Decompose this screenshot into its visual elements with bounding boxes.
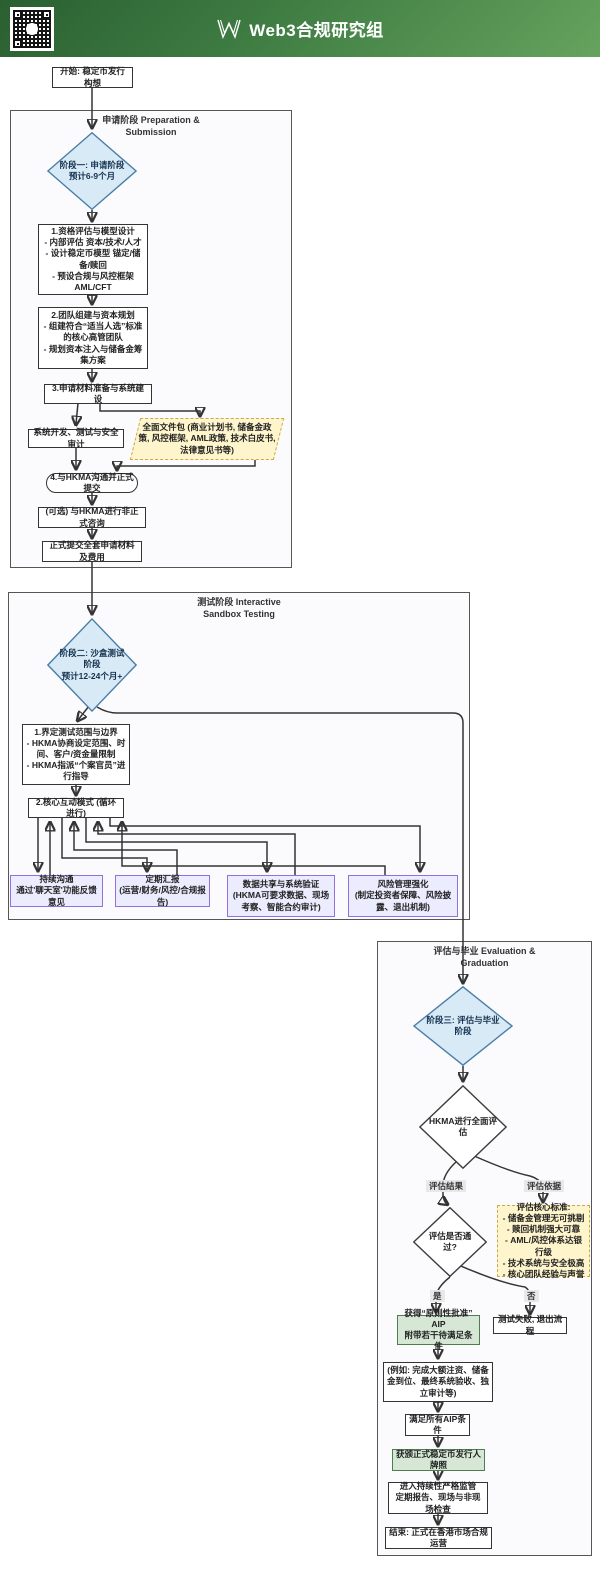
subgraph-application-title: 申请阶段 Preparation & Submission [102,115,200,138]
diamond-shape [413,1207,487,1277]
node-test-failure: 测试失败, 退出流程 [493,1314,567,1336]
diamond-shape [47,132,137,210]
header-bar: Web3合规研究组 [0,0,600,57]
qr-code [10,7,54,51]
node-phase2-diamond: 阶段二: 沙盒测试阶段 预计12-24个月+ [47,618,137,712]
node-meet-aip-conditions: 满足所有AIP条件 [405,1414,470,1436]
node-evaluation-criteria: 评估核心标准: - 储备金管理无可挑剔 - 赎回机制强大可靠 - AML/风控体… [497,1202,590,1279]
node-system-dev: 系统开发、测试与安全审计 [28,427,124,449]
edge-label-no: 否 [524,1290,539,1303]
subgraph-graduation-title: 评估与毕业 Evaluation & Graduation [433,946,536,969]
node-materials-systems: 3.申请材料准备与系统建设 [44,383,152,404]
node-regular-reporting: 定期汇报 (运营/财务/风控/合规报告) [115,874,210,907]
node-test-scope: 1.界定测试范围与边界 - HKMA协商设定范围、时间、客户/资金量限制 - H… [22,724,130,785]
node-risk-management: 风险管理强化 (制定投资者保障、风险披露、退出机制) [348,875,458,917]
diamond-shape [419,1085,507,1169]
edge-label-eval-result: 评估结果 [426,1180,467,1193]
node-continuous-communication: 持续沟通 通过'聊天室'功能反馈意见 [10,874,103,907]
node-full-evaluation-diamond: HKMA进行全面评估 [419,1085,507,1169]
node-hkma-submit: 4.与HKMA沟通并正式提交 [46,472,138,493]
subgraph-sandbox-title: 测试阶段 Interactive Sandbox Testing [197,597,281,620]
node-informal-consult: (可选) 与HKMA进行非正式咨询 [38,506,146,528]
edge-label-eval-basis: 评估依据 [524,1180,565,1193]
node-data-sharing: 数据共享与系统验证 (HKMA可要求数据、现场考察、智能合约审计) [227,875,335,917]
node-team-capital: 2.团队组建与资本规划 - 组建符合“适当人选”标准的核心高管团队 - 规划资本… [38,307,148,369]
page-title: Web3合规研究组 [249,21,384,40]
node-interaction-mode: 2.核心互动模式 (循环进行) [28,797,124,818]
node-document-package: 全面文件包 (商业计划书, 储备金政策, 风控框架, AML政策, 技术白皮书,… [129,418,285,460]
node-ongoing-supervision: 进入持续性严格监管 定期报告、现场与非现场检查 [388,1481,488,1514]
node-license-granted: 获颁正式稳定币发行人牌照 [392,1449,485,1471]
node-pass-question-diamond: 评估是否通过? [413,1207,487,1277]
node-formal-submit: 正式提交全套申请材料及费用 [42,540,142,562]
diamond-shape [413,986,513,1066]
diamond-shape [47,618,137,712]
node-qualification-design: 1.资格评估与模型设计 - 内部评估 资本/技术/人才 - 设计稳定币模型 锚定… [38,224,148,295]
node-end: 结束: 正式在香港市场合规运营 [385,1527,492,1549]
edge-label-yes: 是 [430,1290,445,1303]
node-phase1-diamond: 阶段一: 申请阶段 预计6-9个月 [47,132,137,210]
node-aip-approval: 获得“原则性批准” AIP 附带若干待满足条件 [397,1308,480,1351]
qr-pattern [13,10,51,48]
node-aip-conditions-example: (例如: 完成大额注资、储备金到位、最终系统验收、独立审计等) [383,1362,493,1402]
node-start: 开始: 稳定币发行构想 [52,66,133,88]
node-phase3-diamond: 阶段三: 评估与毕业阶段 [413,986,513,1066]
logo-w-icon [217,19,241,39]
